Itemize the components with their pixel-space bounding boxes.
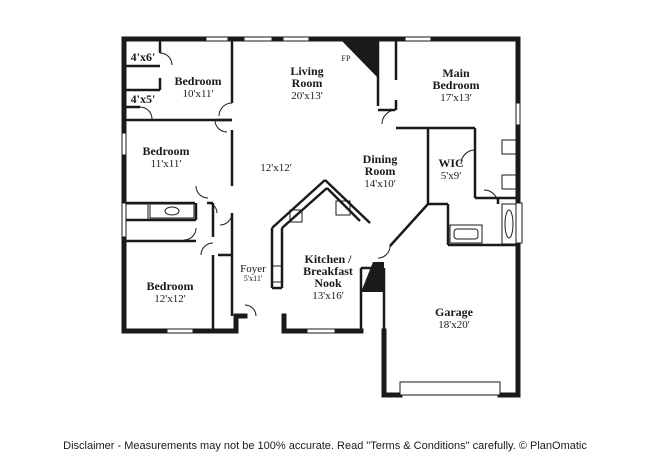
living-name-2: Room	[292, 76, 323, 90]
living-size: 20'x13'	[291, 90, 322, 102]
bedroom-sw-name: Bedroom	[146, 279, 193, 293]
kitchen-name-2: Breakfast	[303, 264, 353, 278]
main-bedroom-size: 17'x13'	[440, 92, 471, 104]
bedroom-sw-size: 12'x12'	[154, 293, 185, 305]
dining-name-2: Room	[365, 164, 396, 178]
garage-size: 18'x20'	[438, 319, 469, 331]
closet-a-size: 4'x6'	[131, 50, 156, 64]
foyer-size: 5'x11'	[244, 274, 263, 283]
dining-size: 14'x10'	[364, 178, 395, 190]
foyer-name: Foyer	[240, 263, 266, 275]
living-name-1: Living	[290, 64, 323, 78]
wic-name: WIC	[438, 156, 463, 170]
bedroom-nw-size: 10'x11'	[182, 88, 213, 100]
kitchen-name-1: Kitchen /	[305, 252, 353, 266]
dining-name-1: Dining	[363, 152, 398, 166]
windows	[121, 36, 523, 396]
solid-features	[340, 39, 384, 292]
main-bedroom-name-1: Main	[442, 66, 470, 80]
main-bedroom-name-2: Bedroom	[432, 78, 479, 92]
bath-fixtures	[125, 139, 517, 283]
kitchen-name-3: Nook	[314, 276, 342, 290]
exterior-walls	[121, 36, 521, 398]
bedroom-nw-name: Bedroom	[174, 74, 221, 88]
garage-name: Garage	[435, 305, 474, 319]
bedroom-w-name: Bedroom	[142, 144, 189, 158]
hall-size: 12'x12'	[260, 162, 291, 174]
closet-b-size: 4'x5'	[131, 92, 156, 106]
kitchen-size: 13'x16'	[312, 290, 343, 302]
door-swings	[139, 52, 499, 317]
bedroom-w-size: 11'x11'	[151, 158, 182, 170]
fireplace-label: FP	[342, 54, 351, 63]
room-labels: 4'x6' 4'x5' Bedroom 10'x11' Bedroom 11'x…	[131, 50, 480, 331]
wic-size: 5'x9'	[441, 170, 461, 182]
disclaimer-text: Disclaimer - Measurements may not be 100…	[63, 440, 587, 452]
